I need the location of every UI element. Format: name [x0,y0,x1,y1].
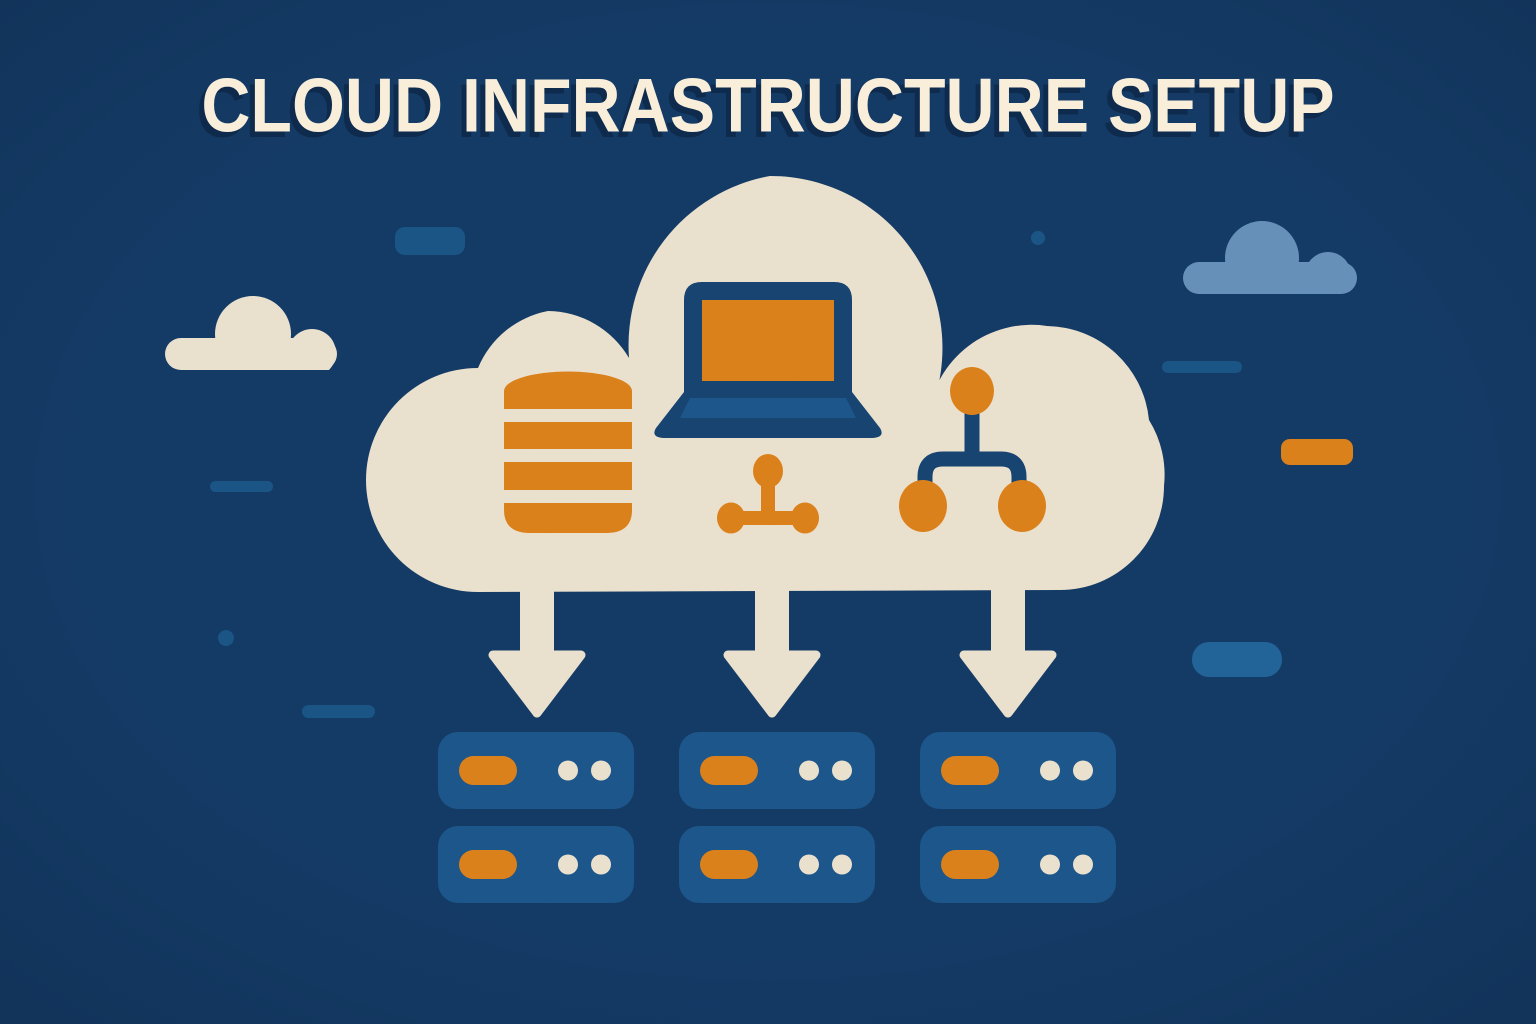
illustration-title: CLOUD INFRASTRUCTURE SETUP [201,63,1335,149]
